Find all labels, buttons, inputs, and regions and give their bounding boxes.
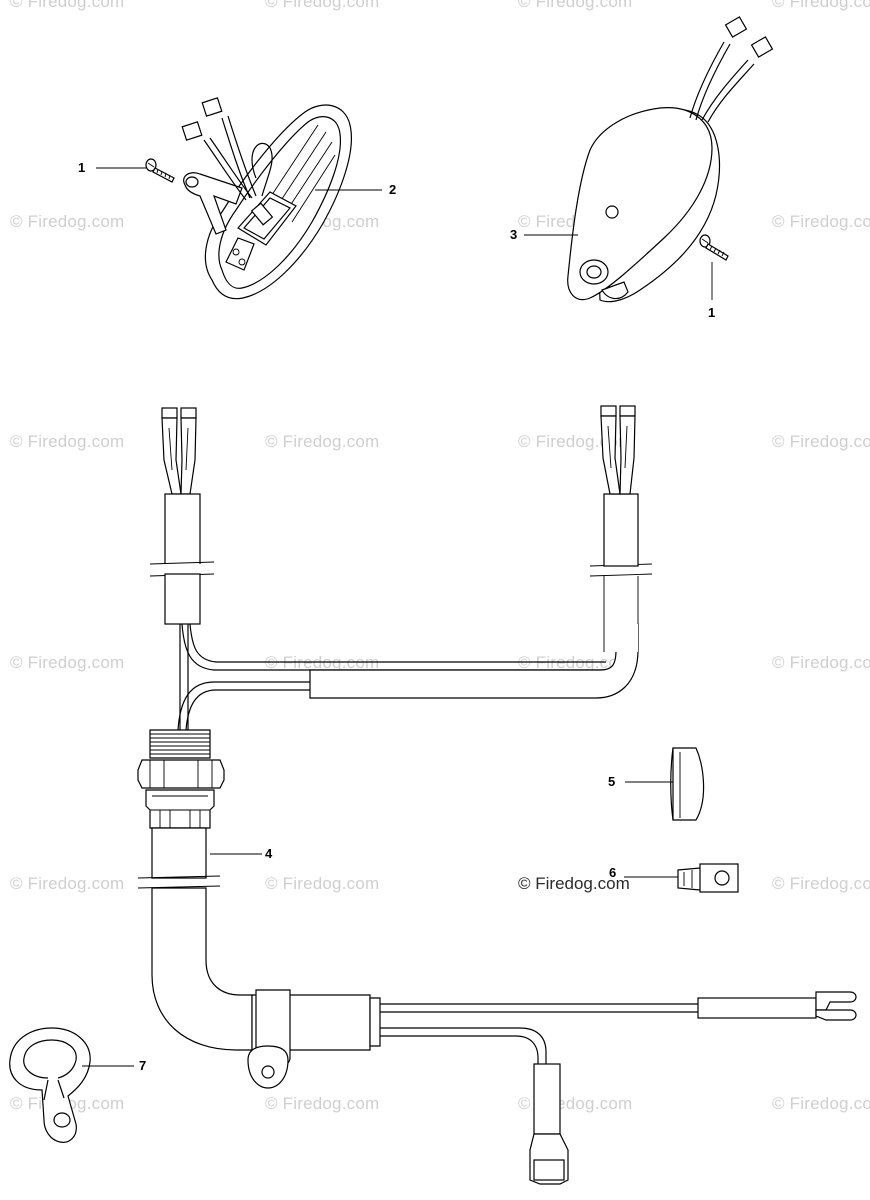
watermark: © Firedog.com bbox=[265, 0, 380, 11]
watermark: © Firedog.com bbox=[518, 0, 633, 11]
part-3-cover bbox=[567, 16, 774, 303]
part-2-rectifier bbox=[181, 97, 352, 300]
callout-3: 3 bbox=[510, 227, 518, 242]
callout-6: 6 bbox=[609, 865, 617, 880]
callout-2: 2 bbox=[389, 182, 397, 197]
watermark: © Firedog.com bbox=[10, 653, 125, 672]
callout-1: 1 bbox=[78, 160, 86, 175]
watermark: © Firedog.com bbox=[10, 0, 125, 11]
callout-1-right: 1 bbox=[708, 305, 716, 320]
callout-4: 4 bbox=[265, 846, 273, 861]
part-6-terminal bbox=[677, 863, 739, 893]
part-1-screw-right bbox=[699, 234, 729, 261]
callout-5: 5 bbox=[608, 774, 616, 789]
watermark: © Firedog.com bbox=[265, 1094, 380, 1113]
callout-7: 7 bbox=[139, 1058, 147, 1073]
watermark-emphasized: © Firedog.com bbox=[518, 874, 630, 893]
part-4-harness bbox=[137, 405, 857, 1185]
watermark: © Firedog.com bbox=[772, 1094, 870, 1113]
leader-lines bbox=[82, 167, 713, 1067]
watermark: © Firedog.com bbox=[10, 874, 125, 893]
watermark: © Firedog.com bbox=[265, 432, 380, 451]
watermark: © Firedog.com bbox=[772, 874, 870, 893]
part-7-clamp bbox=[9, 1027, 91, 1143]
watermark: © Firedog.com bbox=[772, 0, 870, 11]
watermark: © Firedog.com bbox=[772, 212, 870, 231]
watermark: © Firedog.com bbox=[10, 212, 125, 231]
watermark: © Firedog.com bbox=[772, 653, 870, 672]
watermark: © Firedog.com bbox=[265, 874, 380, 893]
part-1-screw-left bbox=[145, 158, 175, 183]
part-5-plug bbox=[670, 747, 705, 821]
watermark: © Firedog.com bbox=[10, 432, 125, 451]
watermark: © Firedog.com bbox=[772, 432, 870, 451]
